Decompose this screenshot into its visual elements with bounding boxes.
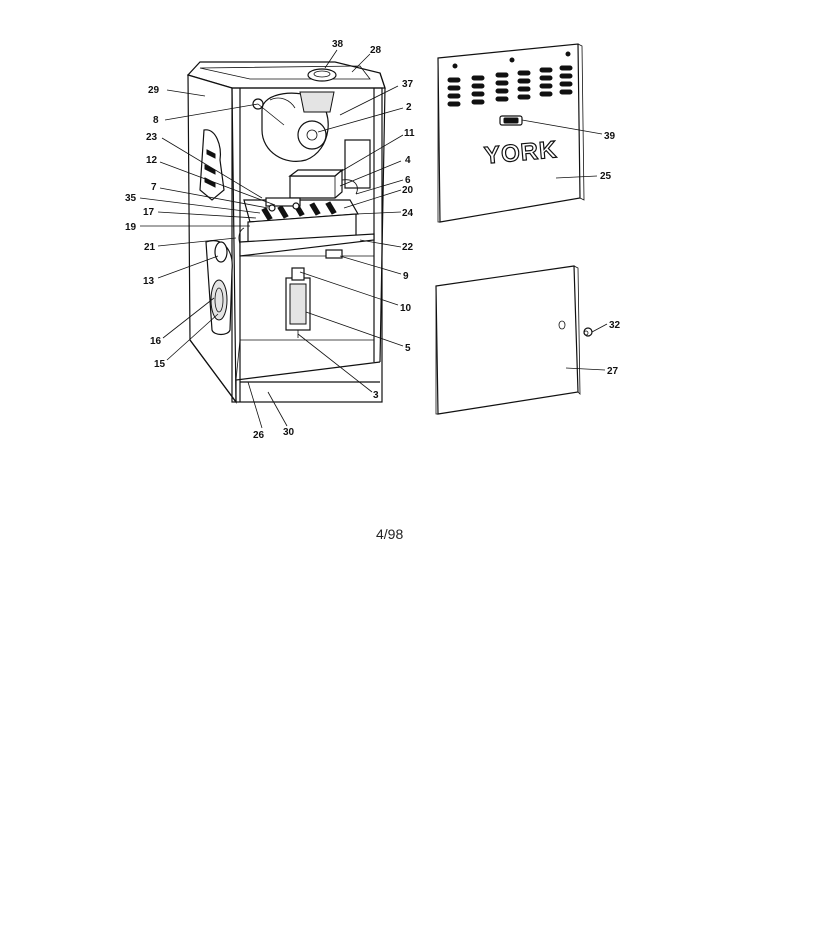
callout-39: 39: [604, 131, 616, 142]
blower-housing: [199, 129, 233, 336]
callout-10: 10: [400, 303, 412, 314]
callout-22: 22: [402, 242, 414, 253]
callout-15: 15: [154, 359, 166, 370]
callout-29: 29: [148, 85, 160, 96]
callout-17: 17: [143, 207, 155, 218]
upper-door-panel: YORK: [437, 43, 585, 223]
callout-9: 9: [403, 271, 409, 282]
callout-labels: 38 28 29 37 2 8 23 11 12 4 6 7 20 35 17 …: [125, 39, 621, 441]
callout-38: 38: [332, 39, 344, 50]
callout-28: 28: [370, 45, 382, 56]
callout-35: 35: [125, 193, 137, 204]
louver-grid: [447, 65, 573, 107]
callout-20: 20: [402, 185, 414, 196]
lower-door-panel: [435, 265, 581, 415]
heat-exchanger-shelf: [239, 233, 375, 259]
callout-4: 4: [405, 155, 411, 166]
callout-23: 23: [146, 132, 158, 143]
callout-2: 2: [406, 102, 412, 113]
callout-5: 5: [405, 343, 411, 354]
callout-30: 30: [283, 427, 295, 438]
date-code: 4/98: [376, 526, 404, 542]
inducer-blower: [252, 91, 335, 162]
callout-13: 13: [143, 276, 155, 287]
flue-collar: [307, 68, 337, 82]
callout-7: 7: [151, 182, 157, 193]
callout-25: 25: [600, 171, 612, 182]
callout-27: 27: [607, 366, 619, 377]
callout-21: 21: [144, 242, 156, 253]
callout-19: 19: [125, 222, 137, 233]
callout-26: 26: [253, 430, 265, 441]
callout-16: 16: [150, 336, 162, 347]
gas-valve: [285, 267, 311, 338]
callout-11: 11: [404, 128, 415, 139]
callout-8: 8: [153, 115, 159, 126]
callout-3: 3: [373, 390, 379, 401]
callout-37: 37: [402, 79, 414, 90]
leader-lines: [139, 49, 608, 429]
callout-6: 6: [405, 175, 411, 186]
callout-12: 12: [146, 155, 158, 166]
callout-24: 24: [402, 208, 414, 219]
door-knob: [583, 327, 593, 337]
callout-32: 32: [609, 320, 621, 331]
control-box: [288, 139, 371, 199]
